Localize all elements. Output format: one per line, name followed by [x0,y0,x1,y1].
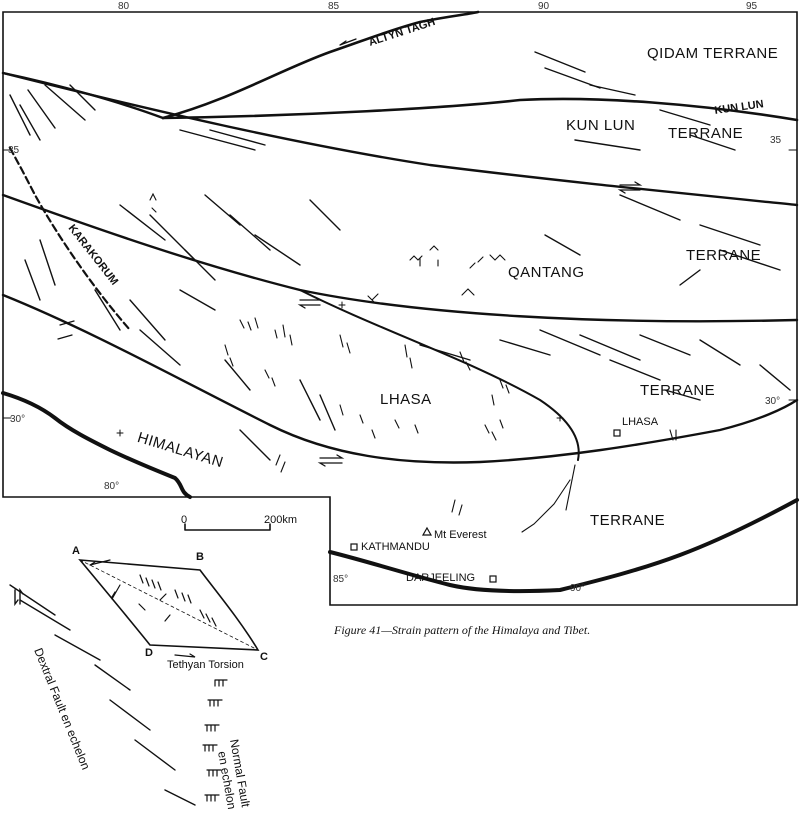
torsion-parallelogram [78,559,260,651]
qantang-label: QANTANG [508,264,585,281]
kun-lun-south-boundary [1,71,799,207]
dextral-label: Dextral Fault en echelon [31,646,93,772]
scale-zero: 0 [181,514,188,526]
himalayan-terrane-word: TERRANE [590,512,666,529]
map-frame [2,11,798,606]
lat-right-35: 35 [770,135,782,146]
tick-85: 85 [328,1,340,12]
kun-lun-terrane-word: TERRANE [668,125,744,142]
torsion-diagonal [79,559,259,651]
karakorum-fault [8,146,132,332]
darjeeling-marker [489,575,497,583]
qantang-terrane-word: TERRANE [686,247,762,264]
tick-80: 80 [118,1,130,12]
lhasa-terrane-label: LHASA [380,391,432,408]
everest-marker [421,526,433,536]
ganges-front [328,498,799,594]
lon-bottom-90: 90° [570,583,586,594]
inset-corner-a: A [72,545,80,557]
figure-caption: Figure 41—Strain pattern of the Himalaya… [334,623,591,637]
kun-lun-fault-north [161,97,799,122]
tick-90: 90 [538,1,550,12]
lhasa-city-marker [613,429,621,437]
lat-left-30: 30° [10,414,26,425]
lon-bottom-85: 85° [333,574,349,585]
lon-bottom-80: 80° [104,481,120,492]
tethyan-torsion-label: Tethyan Torsion [167,659,244,671]
inset-corner-b: B [196,551,204,563]
scale-max: 200km [264,514,298,526]
scale-bar [184,523,271,531]
altyn-tagh-fault [161,10,480,120]
kathmandu-label: KATHMANDU [361,541,430,553]
lat-left-35: 35 [8,145,20,156]
himalayan-front [1,391,192,499]
lhasa-terrane-word: TERRANE [640,382,716,399]
qantang-south-boundary [1,193,799,323]
qidam-terrane-label: QIDAM TERRANE [647,45,779,62]
lat-right-30: 30° [765,396,781,407]
lhasa-city-label: LHASA [622,416,659,428]
inset-corner-d: D [145,647,153,659]
lhasa-north-fault [299,289,580,461]
tick-95: 95 [746,1,758,12]
kun-lun-terrane-label: KUN LUN [566,117,636,134]
inset-corner-c: C [260,651,268,663]
kathmandu-marker [350,543,358,551]
lhasa-south-boundary [1,293,799,464]
everest-label: Mt Everest [434,529,487,541]
darjeeling-label: DARJEELING [406,572,476,584]
altyn-tagh-label: ALTYN TAGH [367,16,437,49]
